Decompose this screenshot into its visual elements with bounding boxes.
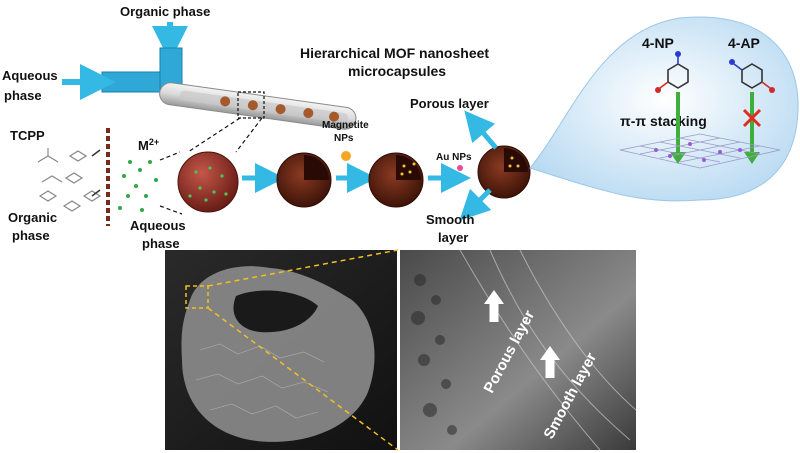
aqueous-phase-bottom-label-1: Aqueous	[130, 218, 186, 233]
zoom-box	[237, 91, 265, 119]
aqueous-phase-left-label-2: phase	[4, 88, 42, 103]
tcpp-label: TCPP	[10, 128, 45, 143]
metal-ions-dots	[118, 160, 158, 212]
aqueous-phase-left-label-1: Aqueous	[2, 68, 58, 83]
interface-region: TCPP M2+ Organic phase Aqueous phase	[8, 128, 186, 251]
lattice-dots	[654, 142, 742, 162]
tcpp-molecules	[37, 148, 102, 212]
4-ap-n-atom	[729, 59, 735, 65]
4-np-o-atom	[655, 87, 661, 93]
4-np-label: 4-NP	[642, 35, 674, 51]
interface-arrow-1	[91, 149, 101, 157]
title-line-2: microcapsules	[348, 63, 446, 79]
au-nps-label: Au NPs	[436, 152, 472, 163]
porous-layer-arrow	[464, 110, 498, 150]
microcapsule-opening	[233, 290, 318, 333]
porous-layer-label: Porous layer	[410, 96, 489, 111]
4-ap-label: 4-AP	[728, 35, 760, 51]
smooth-layer-arrow	[459, 188, 492, 221]
organic-phase-top-label: Organic phase	[120, 4, 210, 19]
stacking-callout: 4-NP 4-AP π-π stacking	[529, 16, 799, 202]
red-x-icon	[742, 108, 762, 128]
dashed-cone-bottom	[159, 205, 183, 215]
4-ap-o-atom	[769, 87, 775, 93]
porous-texture	[411, 274, 457, 435]
smooth-layer-label-2: layer	[438, 230, 468, 245]
smooth-streaks	[459, 249, 637, 451]
magnetite-np-icon	[341, 151, 351, 161]
dashed-cone-top	[159, 151, 181, 161]
pi-stacking-label: π-π stacking	[620, 113, 707, 129]
microcapsule-sem	[181, 266, 375, 442]
zoom-line-2	[235, 117, 263, 153]
droplets-in-channel	[220, 96, 340, 122]
4-ap-molecule	[733, 63, 771, 89]
interface-arrow-2	[91, 189, 101, 197]
4-np-n-atom	[675, 51, 681, 57]
final-microcapsule	[477, 145, 531, 199]
mof-shell-sphere	[276, 152, 332, 208]
magnetite-label-1: Magnetite	[322, 120, 369, 131]
magnetite-label-2: NPs	[334, 133, 354, 144]
aqueous-phase-bottom-label-2: phase	[142, 236, 180, 251]
droplet-sphere	[177, 151, 239, 213]
4-np-molecule	[659, 56, 689, 89]
zoom-line-1	[187, 117, 241, 153]
metal-ion-label: M2+	[138, 137, 159, 153]
title-line-1: Hierarchical MOF nanosheet	[300, 45, 489, 61]
sem-zoom-box	[185, 285, 209, 309]
magnetite-loaded-sphere	[368, 152, 424, 208]
sem-image-right: Porous layer Smooth layer	[400, 249, 637, 451]
sem-image-left	[165, 249, 399, 451]
au-np-icon	[457, 165, 463, 171]
microfluidic-device: Organic phase Aqueous phase	[2, 4, 357, 153]
sem-zoom-line-bottom	[207, 307, 399, 451]
smooth-layer-label-1: Smooth	[426, 212, 474, 227]
organic-phase-bottom-label-1: Organic	[8, 210, 57, 225]
organic-phase-bottom-label-2: phase	[12, 228, 50, 243]
aqueous-inlet-tube	[101, 71, 161, 93]
